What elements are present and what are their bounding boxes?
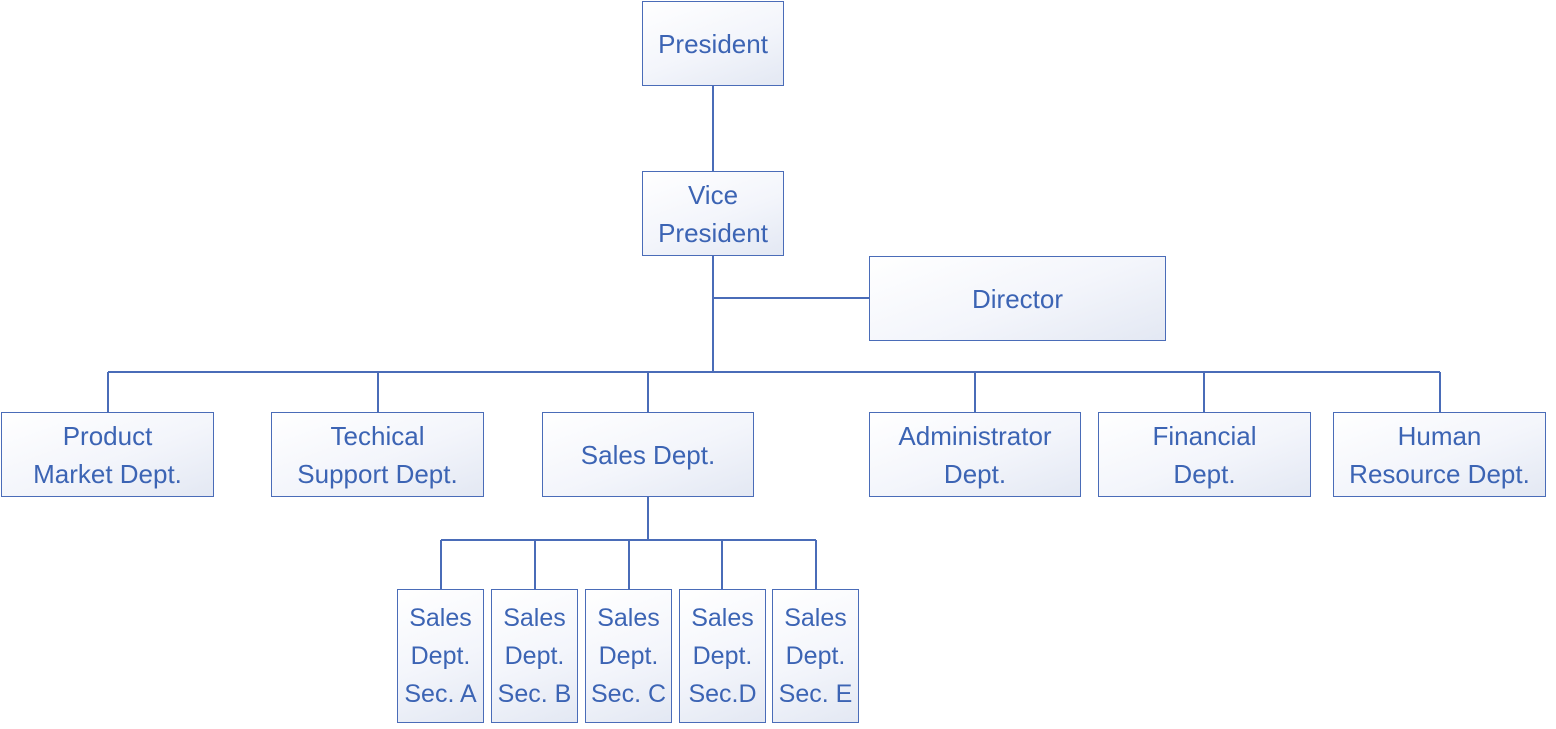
node-label: Human	[1397, 420, 1482, 451]
node-label: Director	[971, 283, 1063, 314]
node-administrator-dept[interactable]: Administrator Dept.	[869, 412, 1081, 497]
node-label: Sales	[503, 604, 566, 632]
node-product-market-dept[interactable]: Product Market Dept.	[1, 412, 214, 497]
node-sales-sec-c[interactable]: Sales Dept. Sec. C	[585, 589, 672, 723]
node-label: Sec. A	[404, 680, 477, 708]
node-label: Financial	[1152, 420, 1257, 451]
node-label: Dept.	[1173, 458, 1236, 489]
node-label: Support Dept.	[297, 458, 458, 489]
node-director[interactable]: Director	[869, 256, 1166, 341]
node-label: Sec. E	[778, 680, 853, 708]
node-label: Product	[62, 420, 153, 451]
node-label: Market Dept.	[33, 458, 182, 489]
node-label: Administrator	[898, 420, 1052, 451]
node-label: Dept.	[504, 642, 565, 670]
node-label: Sales	[597, 604, 660, 632]
node-label: Techical	[330, 420, 425, 451]
node-label: Resource Dept.	[1349, 458, 1530, 489]
node-label: Sales	[784, 604, 847, 632]
node-label: Sec.D	[688, 680, 757, 708]
node-label: Sales Dept.	[580, 439, 716, 470]
node-financial-dept[interactable]: Financial Dept.	[1098, 412, 1311, 497]
node-vice-president[interactable]: Vice President	[642, 171, 784, 256]
node-label: Sec. C	[590, 680, 667, 708]
node-technical-support-dept[interactable]: Techical Support Dept.	[271, 412, 484, 497]
node-label: Sales	[691, 604, 754, 632]
node-label: Sec. B	[497, 680, 572, 708]
node-label: Dept.	[785, 642, 846, 670]
node-label: Dept.	[410, 642, 471, 670]
node-label: Dept.	[943, 458, 1007, 489]
node-sales-dept[interactable]: Sales Dept.	[542, 412, 754, 497]
node-label: Dept.	[598, 642, 659, 670]
node-sales-sec-e[interactable]: Sales Dept. Sec. E	[772, 589, 859, 723]
node-sales-sec-a[interactable]: Sales Dept. Sec. A	[397, 589, 484, 723]
node-president[interactable]: President	[642, 1, 784, 86]
node-label: Vice	[687, 179, 739, 210]
node-sales-sec-b[interactable]: Sales Dept. Sec. B	[491, 589, 578, 723]
node-label: President	[658, 28, 768, 59]
node-label: President	[658, 217, 768, 248]
node-label: Dept.	[692, 642, 753, 670]
node-sales-sec-d[interactable]: Sales Dept. Sec.D	[679, 589, 766, 723]
node-label: Sales	[409, 604, 472, 632]
node-human-resource-dept[interactable]: Human Resource Dept.	[1333, 412, 1546, 497]
